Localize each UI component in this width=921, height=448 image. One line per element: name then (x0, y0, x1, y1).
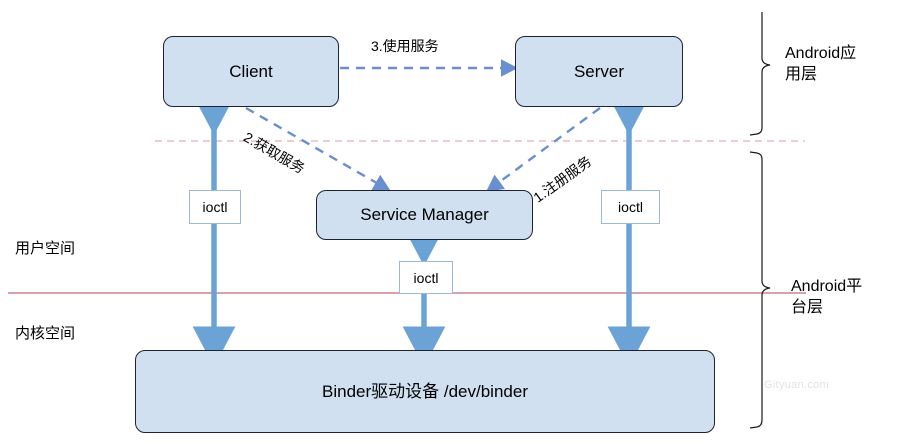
ioctl-box-service-manager[interactable]: ioctl (399, 261, 453, 294)
label-kernel-space: 内核空间 (15, 325, 76, 342)
node-service-manager-label: Service Manager (360, 205, 489, 225)
bracket-android-platform-layer (749, 151, 771, 429)
label-android-app-layer: Android应 用层 (785, 45, 857, 83)
node-client-label: Client (229, 61, 273, 81)
node-binder-driver[interactable]: Binder驱动设备 /dev/binder (135, 350, 715, 433)
ioctl-box-service-manager-label: ioctl (413, 269, 439, 286)
node-server[interactable]: Server (515, 36, 683, 107)
ioctl-box-client-label: ioctl (202, 199, 228, 215)
node-client[interactable]: Client (163, 36, 339, 107)
ioctl-box-server-label: ioctl (618, 199, 643, 215)
edge-label-use-service: 3.使用服务 (371, 38, 439, 54)
bracket-android-app-layer (749, 12, 771, 136)
node-binder-driver-label: Binder驱动设备 /dev/binder (322, 381, 528, 401)
label-user-space: 用户空间 (15, 240, 76, 257)
node-server-label: Server (573, 61, 625, 81)
label-android-platform-layer: Android平 台层 (791, 278, 863, 316)
ioctl-box-server[interactable]: ioctl (601, 190, 660, 224)
arrow-register-service (485, 107, 601, 192)
ioctl-box-client[interactable]: ioctl (189, 190, 241, 224)
node-service-manager[interactable]: Service Manager (316, 190, 533, 240)
arrow-get-service (245, 106, 391, 192)
watermark-gityuan: Gityuan.com (764, 379, 830, 391)
